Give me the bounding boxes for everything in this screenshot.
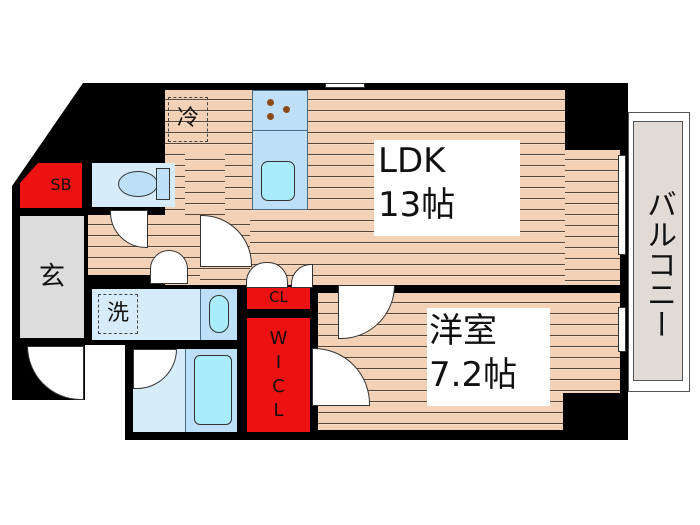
kitchen-counter [252,90,308,210]
fridge-space: 冷 [168,97,208,142]
ldk-floor-right [565,150,620,285]
washroom-label: 洗 [106,301,129,326]
fridge-label: 冷 [176,106,199,131]
window [618,307,626,352]
washroom: 洗 [92,289,237,340]
toilet-room [92,163,175,207]
walk-in-closet: W I C L [247,318,310,432]
entrance-label: 玄 [38,262,65,292]
wic-letter: I [275,352,282,373]
stove-top [253,91,307,131]
wic-letter: W [269,328,288,349]
ldk-name: LDK [378,141,446,181]
balcony: バルコニー [633,121,683,381]
shoebox-area [20,163,82,208]
sink-icon [261,161,295,201]
window [325,83,365,88]
bathtub-icon [194,355,232,425]
ldk-floor-left [185,150,225,220]
ldk-label-box: LDK 13帖 [374,140,520,236]
burner-icon [267,113,274,120]
toilet-bowl-icon [118,171,158,197]
wic-letter: C [272,376,285,397]
washbasin [200,289,237,340]
burner-icon [283,106,290,113]
bathroom [133,349,237,432]
shoebox-label: SB [50,175,72,194]
closet-label: CL [269,288,288,306]
western-room-floor-right [563,293,620,393]
washer-space: 洗 [98,294,138,334]
window [618,155,626,255]
toilet-tank-icon [156,168,170,200]
ldk-size: 13帖 [378,185,456,225]
closet: CL [247,287,310,309]
bathtub [185,349,237,432]
entrance: 玄 [20,216,84,338]
balcony-label: バルコニー [641,189,676,339]
western-room-size: 7.2帖 [429,355,518,395]
basin-icon [209,295,229,333]
balcony-outline: バルコニー [628,112,690,392]
wic-letter: L [273,400,284,421]
western-room-label-box: 洋室 7.2帖 [427,308,550,406]
burner-icon [267,99,274,106]
western-room-name: 洋室 [429,311,497,351]
washroom-door[interactable] [150,250,188,284]
